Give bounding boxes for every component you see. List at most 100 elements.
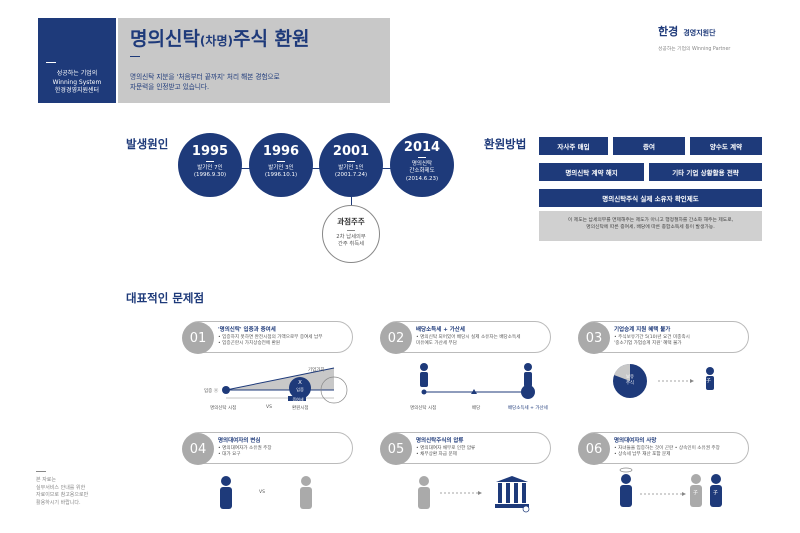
- card-body: '명의신탁' 입증과 증여세 • 입증하지 못하면 완전시점의 가액으로부 증여…: [218, 325, 352, 348]
- causes-title: 발생원인: [126, 137, 169, 151]
- card-line: • 주식보유기간 5(10)년 요건 미충족시: [614, 335, 690, 340]
- card-line: • 자녀들을 입증하는 것이 곤란 • 상속인이 소유권 주장: [614, 446, 720, 451]
- card-line: • 입증하지 못하면 완전시점의 가액으로부 증여세 납부: [218, 335, 323, 340]
- method-item: 명의신탁 계약 해지: [539, 163, 644, 181]
- divider: [130, 56, 140, 57]
- diag1-label-start: 명의신탁 시점: [210, 406, 237, 411]
- cause-sub-circle: 과점주주 2차 납세의무 간주 취득세: [322, 205, 380, 263]
- shares-slice: [614, 363, 630, 381]
- bank-icon: [496, 476, 528, 482]
- circle-line: 간소화제도: [409, 168, 435, 175]
- diag2-label-1: 명의신탁 시점: [410, 406, 437, 411]
- person-icon: [691, 474, 701, 484]
- person-icon: [301, 476, 311, 486]
- card-line: • 상속세 납부 재산 포함 문제: [614, 452, 671, 458]
- person-icon: [524, 363, 532, 371]
- diag4-vs: VS: [259, 490, 265, 495]
- sub-line: 간주 취득세: [337, 241, 365, 248]
- person-icon: [420, 363, 428, 371]
- header-left-box: 성공하는 기업의 Winning System 한경경영지원센터: [38, 18, 116, 103]
- sub-line: 2차 납세의무: [336, 234, 366, 240]
- card-title: '명의신탁' 입증과 증여세: [218, 327, 276, 333]
- brand-logo: 한경 경영지원단 성공하는 기업의 Winning Partner: [658, 20, 730, 52]
- subtitle-line: 자문력을 인정받고 있습니다.: [130, 82, 210, 91]
- person-icon: [621, 474, 631, 484]
- diag1-ylabel: 입증 ⓞ: [204, 389, 219, 394]
- circle-line: 발기인 1인: [338, 165, 364, 171]
- person-icon: [620, 485, 632, 507]
- bank-icon: [495, 504, 529, 508]
- footnote-line: 본 자료는: [36, 477, 56, 483]
- bank-icon: [498, 483, 502, 503]
- method-item: 자사주 매입: [539, 137, 608, 155]
- cause-circle-2001: 2001 발기인 1인 (2001.7.24): [319, 133, 383, 197]
- pie-label-line: 보유: [626, 375, 634, 380]
- diagram-death: [619, 467, 722, 507]
- card-body: 배당소득세 + 가산세 • 명의신탁 되어있어 배당시 실제 소유자는 배당소득…: [416, 325, 550, 348]
- note-line: 이 제도는 납세의무를 면제해주는 제도가 아니고 행정절차를 간소화 해주는 …: [567, 218, 734, 223]
- left-box-line: 성공하는 기업의: [56, 70, 98, 77]
- child-label: 子: [713, 490, 719, 496]
- brand-sub: 성공하는 기업의 Winning Partner: [658, 47, 731, 52]
- person-icon: [300, 487, 312, 509]
- footnote: 본 자료는 실무서비스 안내를 위한 자료이므로 참고용으로만 활용하시기 바랍…: [36, 477, 88, 507]
- card-line: • 명의신탁 되어있어 배당시 실제 소유자는 배당소득세: [416, 335, 521, 340]
- card-number: 02: [380, 322, 412, 354]
- method-note: 이 제도는 납세의무를 면제해주는 제도가 아니고 행정절차를 간소화 해주는 …: [539, 211, 762, 241]
- card-number: 06: [578, 433, 610, 465]
- left-box-line: Winning System: [52, 78, 102, 86]
- arrow-head-icon: [682, 492, 686, 496]
- card-line: • 명의대여자가 소유권 주장: [218, 446, 272, 451]
- footnote-line: 실무서비스 안내를 위한: [36, 484, 86, 491]
- person-icon: [711, 474, 721, 484]
- card-title: 기업승계 지원 혜택 불가: [614, 327, 671, 333]
- person-icon: [690, 485, 702, 507]
- card-number: 03: [578, 322, 610, 354]
- arrow-head-icon: [690, 379, 694, 383]
- card-body: 명의대여자의 변심 • 명의대여자가 소유권 주장 • 대가 요구: [218, 436, 352, 459]
- arrow-head-icon: [478, 491, 482, 495]
- divider: [36, 471, 46, 472]
- card-body: 명의신탁주식의 압류 • 명의대여자 채무로 인한 압류 • 채무상환 자금 문…: [416, 436, 550, 459]
- subtitle-line: 명의신탁 지분을 '처음부터 끝까지' 처리 해본 경험으로: [130, 73, 280, 81]
- card-body: 명의대여자의 사망 • 자녀들을 입증하는 것이 곤란 • 상속인이 소유권 주…: [614, 436, 748, 459]
- bank-icon: [514, 483, 518, 503]
- person-icon: [419, 476, 429, 486]
- title-paren: (차명): [199, 34, 233, 48]
- card-title: 명의신탁주식의 압류: [416, 438, 464, 444]
- person-icon: [706, 376, 714, 390]
- card-line: 미유예도 가산세 부담: [416, 341, 457, 347]
- diagram-succession: [613, 363, 714, 398]
- circle-line: 명의신탁: [411, 161, 433, 167]
- card-title: 명의대여자의 변심: [218, 438, 261, 444]
- cause-circle-1996: 1996 발기인 3인 (1996.10.1): [249, 133, 313, 197]
- card-number: 05: [380, 433, 412, 465]
- dividend-marker: [471, 389, 477, 394]
- card-title: 배당소득세 + 가산세: [416, 327, 465, 333]
- connector: [351, 197, 352, 209]
- circle-line: (1996.10.1): [264, 172, 298, 179]
- method-item: 양수도 계약: [690, 137, 762, 155]
- brand-name: 경영지원단: [683, 29, 716, 37]
- cause-circle-1995: 1995 발기인 7인 (1996.9.30): [178, 133, 242, 197]
- tax-dot: [521, 385, 535, 399]
- pie-label: 보유 주식: [620, 375, 640, 386]
- start-dot: [421, 389, 427, 395]
- diagram-lender-change: [220, 476, 312, 509]
- title-main: 명의신탁: [130, 28, 200, 50]
- card-number: 04: [182, 433, 214, 465]
- diag1-label-end: 환원시점: [292, 406, 309, 411]
- cause-circle-2014: 2014 명의신탁 간소화제도 (2014.6.23): [390, 133, 454, 197]
- card-number: 01: [182, 322, 214, 354]
- divider: [46, 62, 56, 63]
- circle-line: (2014.6.23): [405, 175, 439, 182]
- note-line: 명의신탁에 따른 증여세, 배당에 따른 종합소득세 등이 발생가능.: [586, 225, 715, 231]
- person-icon: [220, 487, 232, 509]
- end-ring: [320, 376, 348, 404]
- left-box-line: 한경경영지원센터: [54, 87, 100, 95]
- sub-title: 과점주주: [337, 217, 365, 226]
- x-marker: [289, 377, 311, 399]
- person-icon: [524, 372, 532, 387]
- circle-year: 2001: [332, 144, 370, 159]
- header-subtitle: 명의신탁 지분을 '처음부터 끝까지' 처리 해본 경험으로 자문력을 인정받고…: [130, 73, 280, 93]
